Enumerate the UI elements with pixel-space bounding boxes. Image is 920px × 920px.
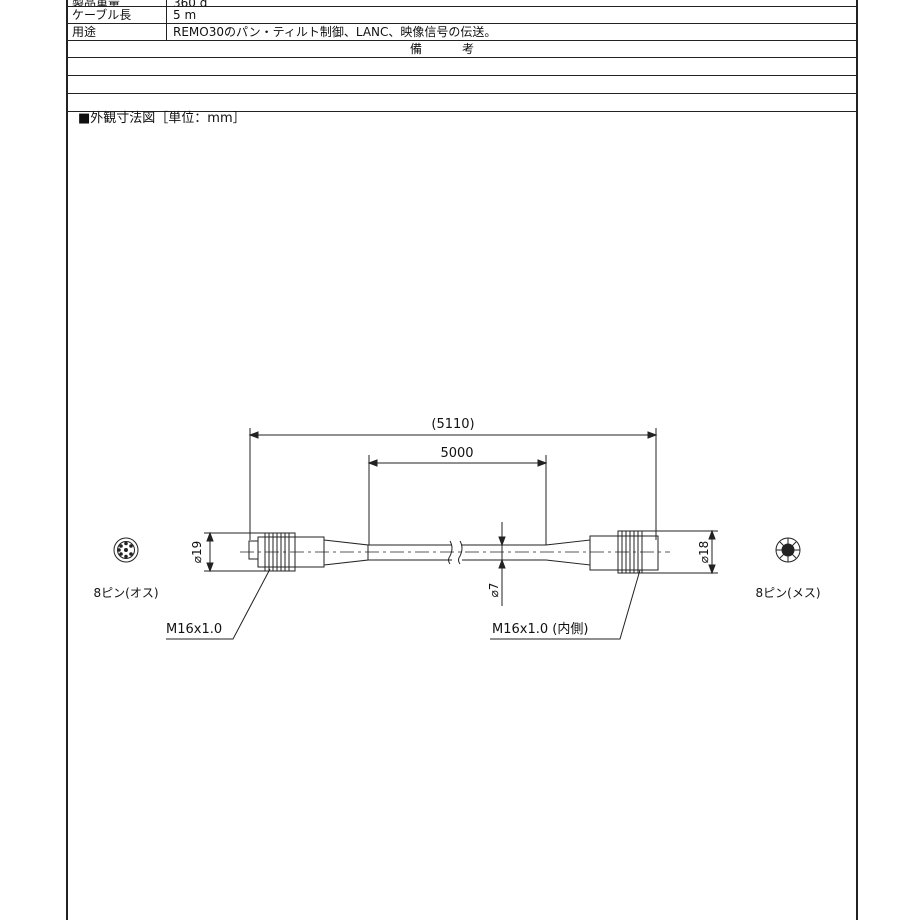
right-diameter-dimension [642,529,718,575]
remarks-header-row: 備考 [66,40,858,58]
cable-length-label: 5000 [440,446,473,461]
left-thread-leader [166,568,271,640]
right-connector-end-view [775,537,801,563]
spec-value-cable-length: 5 m [166,6,858,24]
overall-length-dimension [248,428,658,540]
spec-sheet-frame [66,0,858,920]
spec-row-cable-length: ケーブル長 5 m [66,6,858,24]
overall-length-label: (5110) [431,417,474,432]
right-diameter-label: ⌀18 [697,541,711,564]
cable-length-dimension [367,455,548,545]
remarks-row-2 [66,75,858,94]
remarks-row-1 [66,57,858,76]
left-diameter-label: ⌀19 [190,541,204,564]
remarks-header: 備考 [66,40,858,58]
left-thread-label: M16x1.0 [166,622,222,637]
spec-value-weight: 360 g [166,0,858,7]
cable-diameter-label: ⌀7 [487,583,501,598]
section-title: ■外観寸法図［単位：mm］ [78,111,246,126]
left-pin-label: 8ピン(オス) [94,586,159,600]
right-thread-leader [490,569,641,640]
remarks-row-3 [66,93,858,112]
spec-row-usage: 用途 REMO30のパン・ティルト制御、LANC、映像信号の伝送。 [66,23,858,41]
spec-value-usage: REMO30のパン・ティルト制御、LANC、映像信号の伝送。 [166,23,858,41]
spec-label-usage: 用途 [66,23,167,41]
spec-row-weight: 製品重量 360 g [66,0,858,7]
cable-diameter-dimension [498,522,506,606]
right-thread-label: M16x1.0 (内側) [492,621,588,637]
right-pin-label: 8ピン(メス) [756,586,821,600]
spec-label-weight: 製品重量 [66,0,167,7]
spec-label-cable-length: ケーブル長 [66,6,167,24]
left-diameter-dimension [204,531,265,573]
cable-body [368,540,546,565]
left-connector-end-view [113,537,139,563]
spec-table: 製品重量 360 g ケーブル長 5 m 用途 REMO30のパン・ティルト制御… [66,0,858,112]
